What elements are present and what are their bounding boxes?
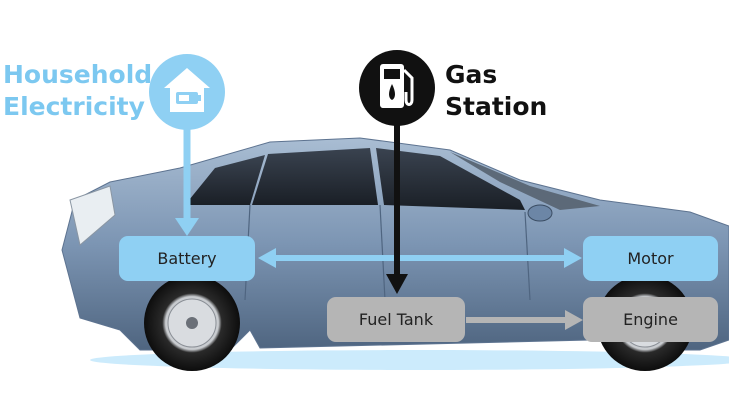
side-window-rear: [252, 148, 378, 205]
ground-glow: [90, 350, 729, 370]
rear-window: [185, 155, 265, 205]
battery-box: Battery: [119, 236, 255, 281]
motor-box: Motor: [583, 236, 718, 281]
side-mirror: [527, 204, 553, 222]
engine-box: Engine: [583, 297, 718, 342]
house-battery-icon: [149, 54, 225, 130]
fuel-pump-icon: [359, 50, 435, 126]
gas-station-label: Gas Station: [445, 60, 548, 121]
tail-light: [69, 185, 116, 246]
household-electricity-label: Household Electricity: [3, 60, 153, 121]
fuel-tank-box: Fuel Tank: [327, 297, 465, 342]
windshield: [450, 152, 600, 210]
side-window-front: [376, 148, 525, 210]
